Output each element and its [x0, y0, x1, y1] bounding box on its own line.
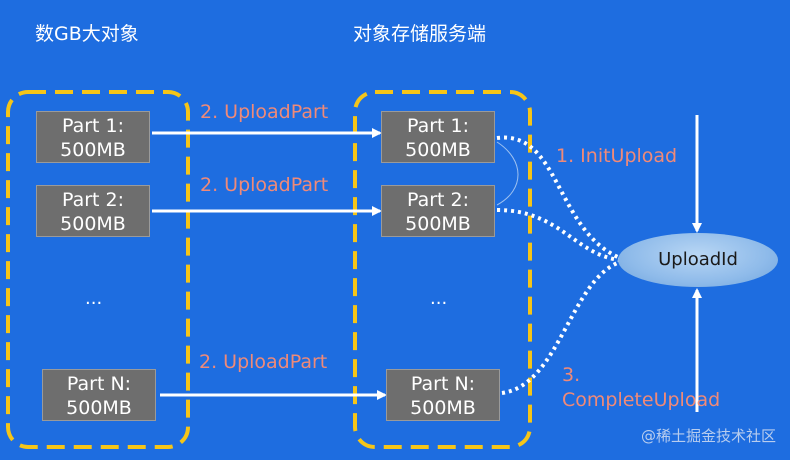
server-part-2: Part 2: 500MB — [381, 185, 495, 237]
server-part-2-label: Part 2: — [406, 189, 470, 211]
client-title: 数GB大对象 — [35, 23, 139, 45]
client-object-frame — [6, 90, 190, 449]
client-part-n-size: 500MB — [66, 397, 132, 419]
client-part-2-size: 500MB — [60, 213, 126, 235]
server-part-2-size: 500MB — [405, 213, 471, 235]
server-storage-frame — [353, 90, 532, 449]
server-part-1: Part 1: 500MB — [381, 111, 495, 163]
dotted-connector-part-1 — [496, 135, 621, 260]
server-part-n: Part N: 500MB — [386, 369, 500, 421]
upload-part-label-2: 2. UploadPart — [200, 174, 329, 196]
server-parts-ellipsis: ... — [430, 288, 448, 309]
client-part-n: Part N: 500MB — [42, 369, 156, 421]
server-part-1-label: Part 1: — [406, 115, 470, 137]
dotted-connector-part-2 — [496, 208, 621, 262]
upload-part-label-1: 2. UploadPart — [200, 101, 329, 123]
client-part-1: Part 1: 500MB — [36, 111, 150, 163]
client-part-2: Part 2: 500MB — [36, 185, 150, 237]
init-upload-label: 1. InitUpload — [556, 145, 678, 167]
complete-upload-step: 3. — [562, 364, 581, 386]
thin-connector — [496, 141, 519, 206]
server-part-1-size: 500MB — [405, 139, 471, 161]
complete-upload-label: CompleteUpload — [562, 389, 721, 411]
server-part-n-label: Part N: — [410, 373, 476, 395]
client-parts-ellipsis: ... — [85, 288, 103, 309]
dotted-connector-part-n — [501, 260, 621, 395]
client-part-n-label: Part N: — [66, 373, 132, 395]
upload-id-ellipse: UploadId — [618, 233, 778, 287]
watermark: @稀土掘金技术社区 — [640, 427, 776, 445]
client-part-2-label: Part 2: — [61, 189, 125, 211]
client-part-1-size: 500MB — [60, 139, 126, 161]
upload-part-label-n: 2. UploadPart — [199, 351, 328, 373]
client-part-1-label: Part 1: — [61, 115, 125, 137]
server-part-n-size: 500MB — [410, 397, 476, 419]
server-title: 对象存储服务端 — [353, 23, 487, 45]
